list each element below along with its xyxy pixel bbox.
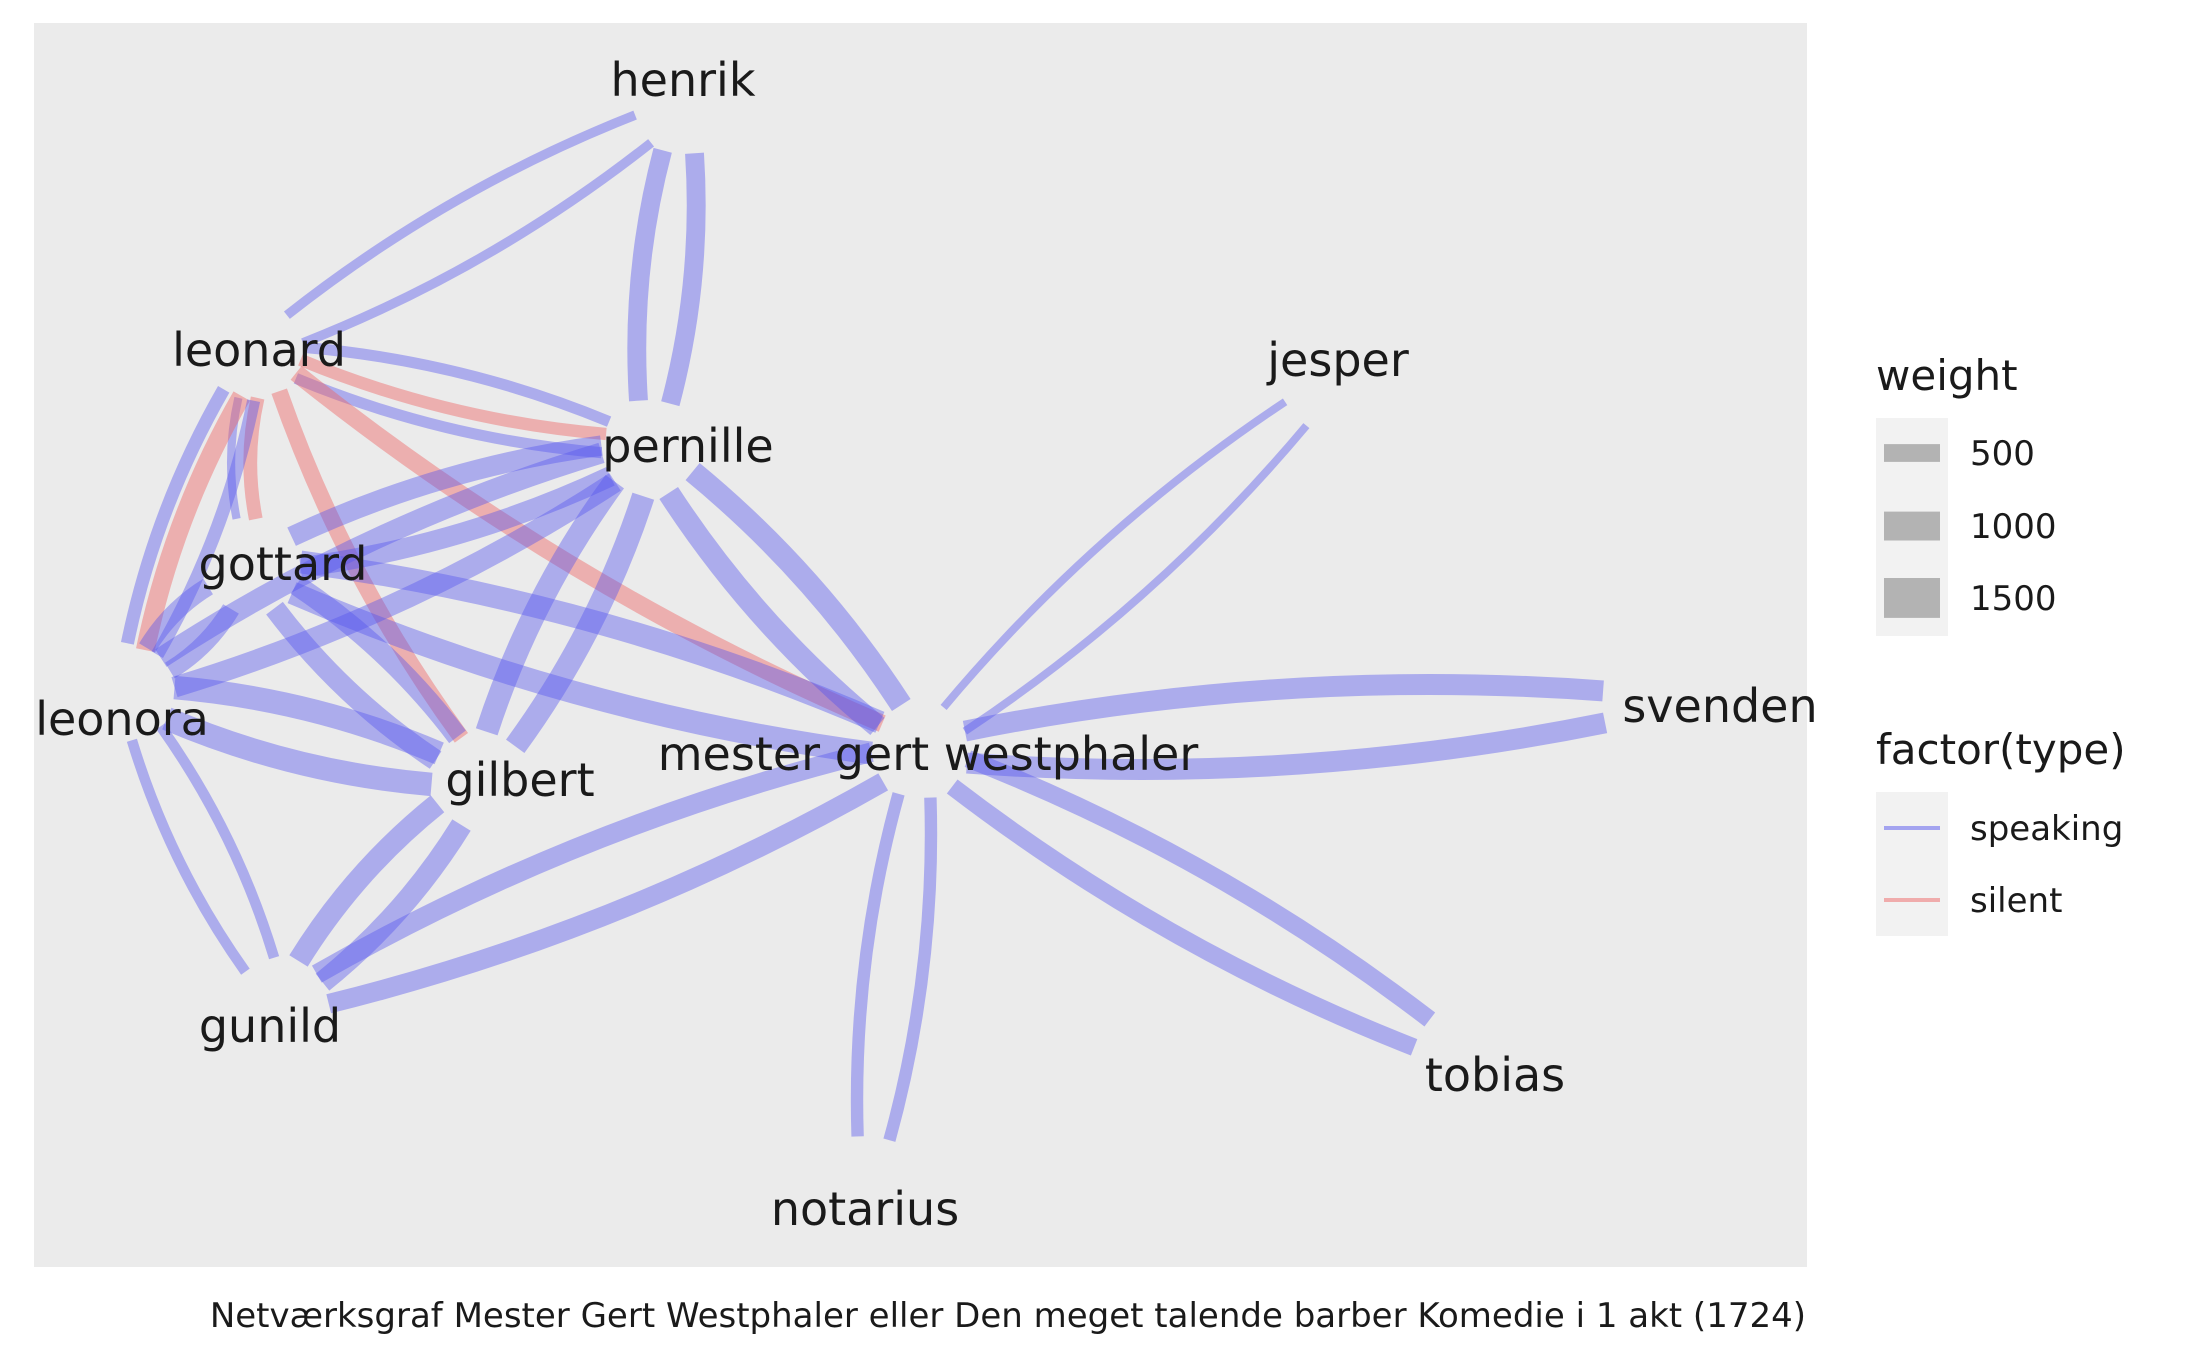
- edge-leonard-to-gottard-speaking: [227, 396, 243, 520]
- edge-leonard-to-gilbert-silent: [271, 388, 469, 743]
- edge-leonora-to-gilbert-speaking: [162, 707, 433, 797]
- node-label-henrik: henrik: [611, 53, 756, 107]
- edge-gilbert-to-pernille-speaking: [505, 492, 655, 754]
- edge-gottard-to-mester-gert-westphaler-speaking: [287, 582, 873, 765]
- edge-notarius-to-mester-gert-westphaler-speaking: [883, 797, 938, 1142]
- edge-leonard-to-mester-gert-westphaler-silent: [290, 366, 886, 732]
- edge-leonora-to-gottard-speaking: [164, 604, 239, 679]
- edge-leonard-to-pernille-silent: [298, 354, 607, 441]
- node-label-notarius: notarius: [771, 1182, 959, 1236]
- legend-type-keys-bg: [1876, 792, 1948, 936]
- node-label-jesper: jesper: [1266, 333, 1409, 387]
- edge-mester-gert-westphaler-to-jesper-speaking: [962, 423, 1310, 735]
- edge-gilbert-to-gottard-speaking: [290, 576, 466, 744]
- edge-mester-gert-westphaler-to-pernille-speaking: [685, 463, 911, 712]
- edge-mester-gert-westphaler-to-gunild-speaking: [311, 742, 874, 983]
- node-label-svenden: svenden: [1622, 679, 1817, 733]
- edge-layer: [120, 110, 1608, 1142]
- legend-type-label-speaking: speaking: [1970, 809, 2123, 849]
- legend-type-title: factor(type): [1876, 725, 2126, 774]
- node-label-leonora: leonora: [35, 692, 209, 746]
- edge-gottard-to-leonora-speaking: [139, 578, 214, 653]
- legend-weight-label-1500: 1500: [1970, 579, 2057, 619]
- node-label-leonard: leonard: [172, 323, 346, 377]
- edge-mester-gert-westphaler-to-gottard-speaking: [299, 550, 885, 733]
- legend-type-keys: speaking silent: [1884, 809, 2123, 921]
- legend-weight-key-1000: [1884, 511, 1940, 541]
- edge-leonard-to-henrik-speaking: [301, 139, 655, 348]
- edge-pernille-to-gottard-speaking: [287, 435, 603, 546]
- edge-mester-gert-westphaler-to-svenden-speaking: [966, 712, 1608, 780]
- edge-gilbert-to-gunild-speaking: [289, 795, 445, 967]
- edge-leonard-to-leonora-speaking: [120, 386, 230, 645]
- edge-pernille-to-leonard-speaking: [303, 341, 612, 427]
- node-label-gottard: gottard: [199, 537, 368, 591]
- node-label-pernille: pernille: [602, 419, 773, 473]
- edge-leonard-to-gottard-silent: [243, 396, 265, 521]
- node-label-tobias: tobias: [1425, 1048, 1565, 1102]
- edge-henrik-to-leonard-speaking: [283, 110, 637, 319]
- legend-weight-key-1500: [1884, 578, 1940, 618]
- edge-mester-gert-westphaler-to-notarius-speaking: [850, 792, 905, 1137]
- edge-gunild-to-gilbert-speaking: [315, 819, 471, 991]
- edge-pernille-to-leonora-speaking: [155, 442, 605, 667]
- node-label-mester-gert-westphaler: mester gert westphaler: [658, 727, 1199, 781]
- edge-gunild-to-leonora-speaking: [156, 723, 280, 960]
- edge-henrik-to-pernille-speaking: [627, 147, 672, 402]
- edge-pernille-to-gilbert-speaking: [475, 474, 625, 736]
- legend-weight-label-500: 500: [1970, 434, 2035, 474]
- edge-leonora-to-gunild-speaking: [126, 738, 250, 975]
- edge-leonora-to-pernille-speaking: [171, 473, 621, 698]
- edge-pernille-to-mester-gert-westphaler-speaking: [659, 486, 885, 735]
- edge-gilbert-to-leonora-speaking: [173, 675, 444, 765]
- edge-mester-gert-westphaler-to-tobias-speaking: [946, 779, 1418, 1056]
- legend-weight-label-1000: 1000: [1970, 507, 2057, 547]
- edge-gunild-to-mester-gert-westphaler-speaking: [326, 773, 889, 1014]
- edge-leonora-to-leonard-speaking: [151, 399, 261, 658]
- plot-panel: [34, 23, 1807, 1267]
- node-label-gilbert: gilbert: [445, 753, 594, 807]
- legend: weight 500 1000 1500 factor(type) speaking…: [1876, 351, 2126, 936]
- edge-leonard-to-pernille-speaking: [293, 373, 602, 459]
- edge-gottard-to-gilbert-speaking: [266, 601, 442, 769]
- edge-leonard-to-leonora-silent: [136, 391, 250, 653]
- edge-tobias-to-mester-gert-westphaler-speaking: [964, 750, 1436, 1027]
- chart-caption: Netværksgraf Mester Gert Westphaler elle…: [210, 1296, 1806, 1336]
- node-label-layer: henrik leonard jesper pernille gottard leonor…: [35, 53, 1817, 1236]
- edge-svenden-to-mester-gert-westphaler-speaking: [962, 674, 1604, 742]
- legend-weight-key-500: [1884, 444, 1940, 462]
- legend-type-label-silent: silent: [1970, 881, 2062, 921]
- edge-jesper-to-mester-gert-westphaler-speaking: [940, 398, 1288, 710]
- legend-weight-title: weight: [1876, 351, 2018, 400]
- edge-pernille-to-henrik-speaking: [661, 152, 706, 407]
- edge-gottard-to-pernille-speaking: [299, 467, 615, 578]
- node-label-gunild: gunild: [199, 999, 341, 1053]
- legend-weight-keys: 500 1000 1500: [1884, 434, 2057, 619]
